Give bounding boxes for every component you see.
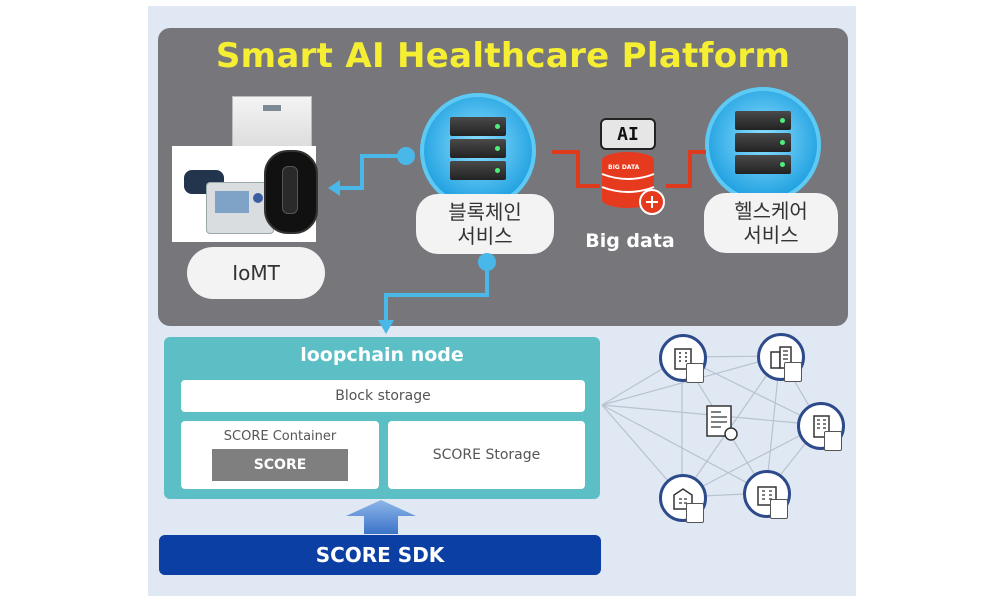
loopchain-node-title: loopchain node (300, 344, 464, 366)
score-sdk-bar: SCORE SDK (159, 535, 601, 575)
document-icon (686, 503, 704, 523)
healthcare-server-icon (705, 87, 821, 203)
blockchain-service-line2: 서비스 (457, 224, 513, 248)
healthcare-service-box: 헬스케어 서비스 (704, 193, 838, 253)
document-icon (824, 431, 842, 451)
score-label: SCORE (253, 457, 307, 473)
block-storage-box: Block storage (181, 380, 585, 412)
platform-title: Smart AI Healthcare Platform (215, 36, 791, 76)
database-icon: BIG DATA (600, 150, 666, 220)
document-icon (770, 499, 788, 519)
blockchain-service-box: 블록체인 서비스 (416, 194, 554, 254)
score-storage-box: SCORE Storage (388, 421, 585, 489)
iomt-devices (172, 96, 320, 242)
score-sdk-label: SCORE SDK (315, 543, 445, 567)
certificate-icon (705, 404, 738, 441)
fitness-band-icon (264, 150, 318, 234)
healthcare-service-line2: 서비스 (743, 223, 799, 247)
big-data-small-label: BIG DATA (608, 164, 640, 171)
blood-pressure-monitor-icon (184, 170, 274, 234)
blockchain-service-line1: 블록체인 (448, 200, 522, 224)
ai-label: AI (617, 123, 639, 145)
iomt-label-box: IoMT (187, 247, 325, 299)
iomt-label: IoMT (232, 261, 280, 285)
up-arrow-icon (346, 500, 416, 534)
block-storage-label: Block storage (335, 388, 431, 404)
document-icon (784, 362, 802, 382)
ai-badge: AI (600, 118, 656, 150)
document-icon (686, 363, 704, 383)
score-storage-label: SCORE Storage (432, 447, 541, 463)
big-data-label: Big data (585, 230, 675, 252)
healthcare-service-line1: 헬스케어 (734, 199, 808, 223)
score-box: SCORE (212, 449, 348, 481)
blockchain-server-icon (420, 93, 536, 209)
score-container-label: SCORE Container (223, 429, 337, 444)
